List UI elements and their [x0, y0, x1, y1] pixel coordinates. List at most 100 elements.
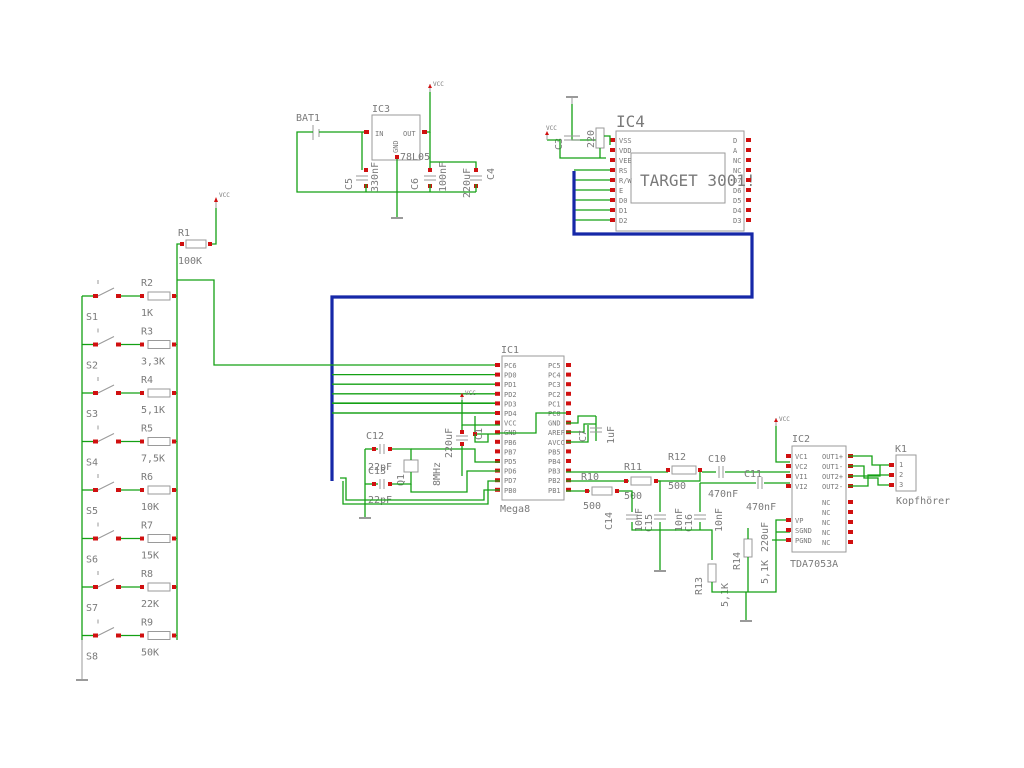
ic2-left-pin-label: VP	[795, 517, 803, 525]
ic4-right-pin-label: A	[733, 147, 738, 155]
ic1-right-pin-label: PB1	[548, 487, 561, 495]
ic4-left-pin-label: D2	[619, 217, 627, 225]
ic1-right-pin-label: PB3	[548, 468, 561, 476]
ic3-ref: IC3	[372, 104, 390, 115]
vcc-label-lcd: VCC	[546, 125, 557, 132]
ic2-right-pin-label: NC	[822, 529, 830, 537]
ic4-right-pin-label: NC	[733, 167, 741, 175]
c2-value: 220uF	[444, 428, 455, 458]
k1-body	[895, 454, 917, 492]
switch-label: S8	[86, 652, 98, 663]
ic4-left-pin-label: VSS	[619, 137, 632, 145]
c5-ref: C5	[344, 178, 355, 190]
lcd-screen	[630, 152, 726, 204]
ic1-left-pin-label: PB0	[504, 487, 517, 495]
c14-ref: C14	[604, 512, 615, 530]
ic1-right-pin-label: AVCC	[548, 439, 565, 447]
ic4-right-pad	[746, 178, 751, 182]
ladder-resistor-ref: R5	[141, 424, 153, 435]
r12-ref: R12	[668, 452, 686, 463]
c16-value: 10nF	[714, 508, 725, 532]
c11-ref: C11	[744, 469, 762, 480]
ic1-left-pin-label: PD6	[504, 468, 517, 476]
ic4-right-pin-label: D5	[733, 197, 741, 205]
ladder-resistor-ref: R8	[141, 569, 153, 580]
ic4-left-pin-label: RS	[619, 167, 627, 175]
audio-filter: R10 500 R11 500 R12 500 C10 470nF C11 47…	[566, 452, 790, 622]
ladder-resistor-ref: R2	[141, 278, 153, 289]
ic2-left-pin-label: VC1	[795, 453, 808, 461]
switch-label: S6	[86, 555, 98, 566]
lcd-display-text: TARGET 3001!	[640, 171, 756, 190]
k1-name: Kopfhörer	[896, 496, 950, 507]
ic4-left-pad	[610, 188, 615, 192]
ic4-ref: IC4	[616, 112, 645, 131]
ic1-left-pin-label: PD7	[504, 477, 517, 485]
ic4-left-pad	[610, 158, 615, 162]
r1-ref: R1	[178, 228, 190, 239]
ic4-right-pad	[746, 138, 751, 142]
ic4-right-pad	[746, 218, 751, 222]
ladder-resistor-ref: R9	[141, 618, 153, 629]
ic1-ref: IC1	[501, 345, 519, 356]
ic4-left-pin-label: E	[619, 187, 623, 195]
switch-label: S7	[86, 603, 98, 614]
mcu: IC1 Mega8 PC6PD0PD1PD2PD3PD4VCCGNDPB6PB7…	[332, 345, 617, 519]
ic4-right-pad	[746, 188, 751, 192]
c10-value: 470nF	[708, 489, 738, 500]
c220-value: 220uF	[760, 522, 771, 552]
bat1-label: BAT1	[296, 113, 320, 124]
r1-value: 100K	[178, 256, 202, 267]
ic4-left-pad	[610, 218, 615, 222]
ic4-left-pin-label: VDD	[619, 147, 632, 155]
c12-value: 22pF	[368, 462, 392, 473]
ladder-resistor-ref: R6	[141, 472, 153, 483]
ic4-right-pad	[746, 158, 751, 162]
data-bus	[330, 171, 754, 481]
ic2-left-pin-label: PGND	[795, 537, 812, 545]
ic2-body	[791, 445, 847, 553]
c10-ref: C10	[708, 454, 726, 465]
c4-value: 220uF	[462, 168, 473, 198]
r11-ref: R11	[624, 462, 642, 473]
ic4-left-pad	[610, 168, 615, 172]
ic1-right-pin-label: PB4	[548, 458, 561, 466]
switch-label: S3	[86, 409, 98, 420]
ic2-right-pin-label: NC	[822, 509, 830, 517]
switch-label: S4	[86, 458, 98, 469]
q1-ref: Q1	[396, 474, 407, 486]
c11-value: 470nF	[746, 502, 776, 513]
ic4-right-pin-label: D7	[733, 177, 741, 185]
ic4-left-pad	[610, 148, 615, 152]
k1-pin-2: 2	[899, 471, 903, 479]
c15-ref: C15	[644, 514, 655, 532]
ic3-pin-gnd: GND	[392, 140, 400, 153]
ic1-name: Mega8	[500, 504, 530, 515]
ic4-left-pad	[610, 198, 615, 202]
r10-ref: R10	[581, 472, 599, 483]
r12-value: 500	[668, 481, 686, 492]
switch-label: S5	[86, 506, 98, 517]
ic4-left-pin-label: D1	[619, 207, 627, 215]
c7-ref: C7	[578, 430, 589, 442]
ic1-left-pin-label: PB6	[504, 439, 517, 447]
r14-ref: R14	[732, 552, 743, 570]
power-supply: BAT1 IC3 IN OUT GND 78L05 VCC C5 330nF C…	[296, 81, 497, 219]
ladder-resistor-value: 50K	[141, 648, 159, 659]
ic1-left-pin-label: PD5	[504, 458, 517, 466]
ic2-right-pin-label: OUT1+	[822, 453, 843, 461]
ic3-value: 78L05	[400, 152, 430, 163]
ic1-right-pin-label: PC1	[548, 400, 561, 408]
ladder-resistor-value: 10K	[141, 502, 159, 513]
keypad-ladder: R1 100K VCC S1R21KS2R33,3KS3R45,1KS4R57,…	[76, 192, 500, 681]
ladder-resistor-value: 22K	[141, 599, 159, 610]
ic3-pin-in: IN	[375, 130, 383, 138]
ic4-right-pad	[746, 168, 751, 172]
vcc-label-ic3: VCC	[433, 81, 444, 88]
ic4-right-pin-label: D3	[733, 217, 741, 225]
q1-value: 8MHz	[432, 462, 443, 486]
